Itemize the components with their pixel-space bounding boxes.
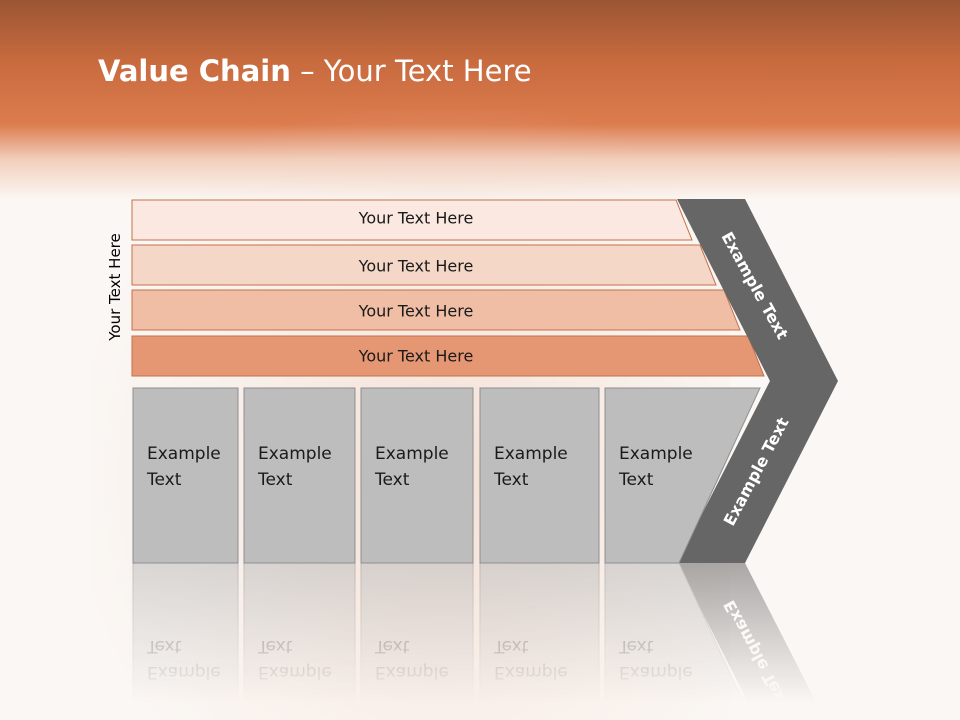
svg-text:Example: Example	[375, 662, 449, 682]
svg-text:Example: Example	[619, 662, 693, 682]
process-bar-label: Your Text Here	[358, 302, 474, 321]
svg-text:Text: Text	[493, 636, 529, 656]
svg-text:Text: Text	[618, 636, 654, 656]
process-bar-label: Your Text Here	[358, 209, 474, 228]
process-bar	[131, 199, 693, 241]
svg-text:Example: Example	[494, 662, 568, 682]
activity-card	[360, 387, 474, 564]
activity-card-line1: Example	[494, 444, 568, 464]
svg-text:Text: Text	[146, 636, 182, 656]
header-band	[0, 0, 960, 200]
activity-card	[243, 387, 356, 564]
svg-text:Example: Example	[258, 662, 332, 682]
activity-card-line2: Text	[493, 470, 529, 490]
activity-card	[132, 387, 239, 564]
slide-title: Value Chain – Your Text Here	[98, 54, 532, 88]
activity-card-line1: Example	[375, 444, 449, 464]
activity-card-line1: Example	[258, 444, 332, 464]
process-bar-label: Your Text Here	[358, 347, 474, 366]
activity-card-line2: Text	[146, 470, 182, 490]
process-bar	[131, 244, 717, 286]
svg-text:Text: Text	[257, 636, 293, 656]
svg-text:Text: Text	[374, 636, 410, 656]
svg-text:Example: Example	[147, 662, 221, 682]
activity-card-line2: Text	[618, 470, 654, 490]
activity-card-line1: Example	[147, 444, 221, 464]
process-bar	[131, 289, 741, 331]
process-bar	[131, 335, 765, 377]
title-bold: Value Chain	[98, 54, 291, 88]
activity-card-line2: Text	[374, 470, 410, 490]
title-rest: – Your Text Here	[290, 54, 532, 88]
activity-card-line2: Text	[257, 470, 293, 490]
process-bar-label: Your Text Here	[358, 257, 474, 276]
activity-card-line1: Example	[619, 444, 693, 464]
chevron-arrow	[677, 199, 838, 563]
